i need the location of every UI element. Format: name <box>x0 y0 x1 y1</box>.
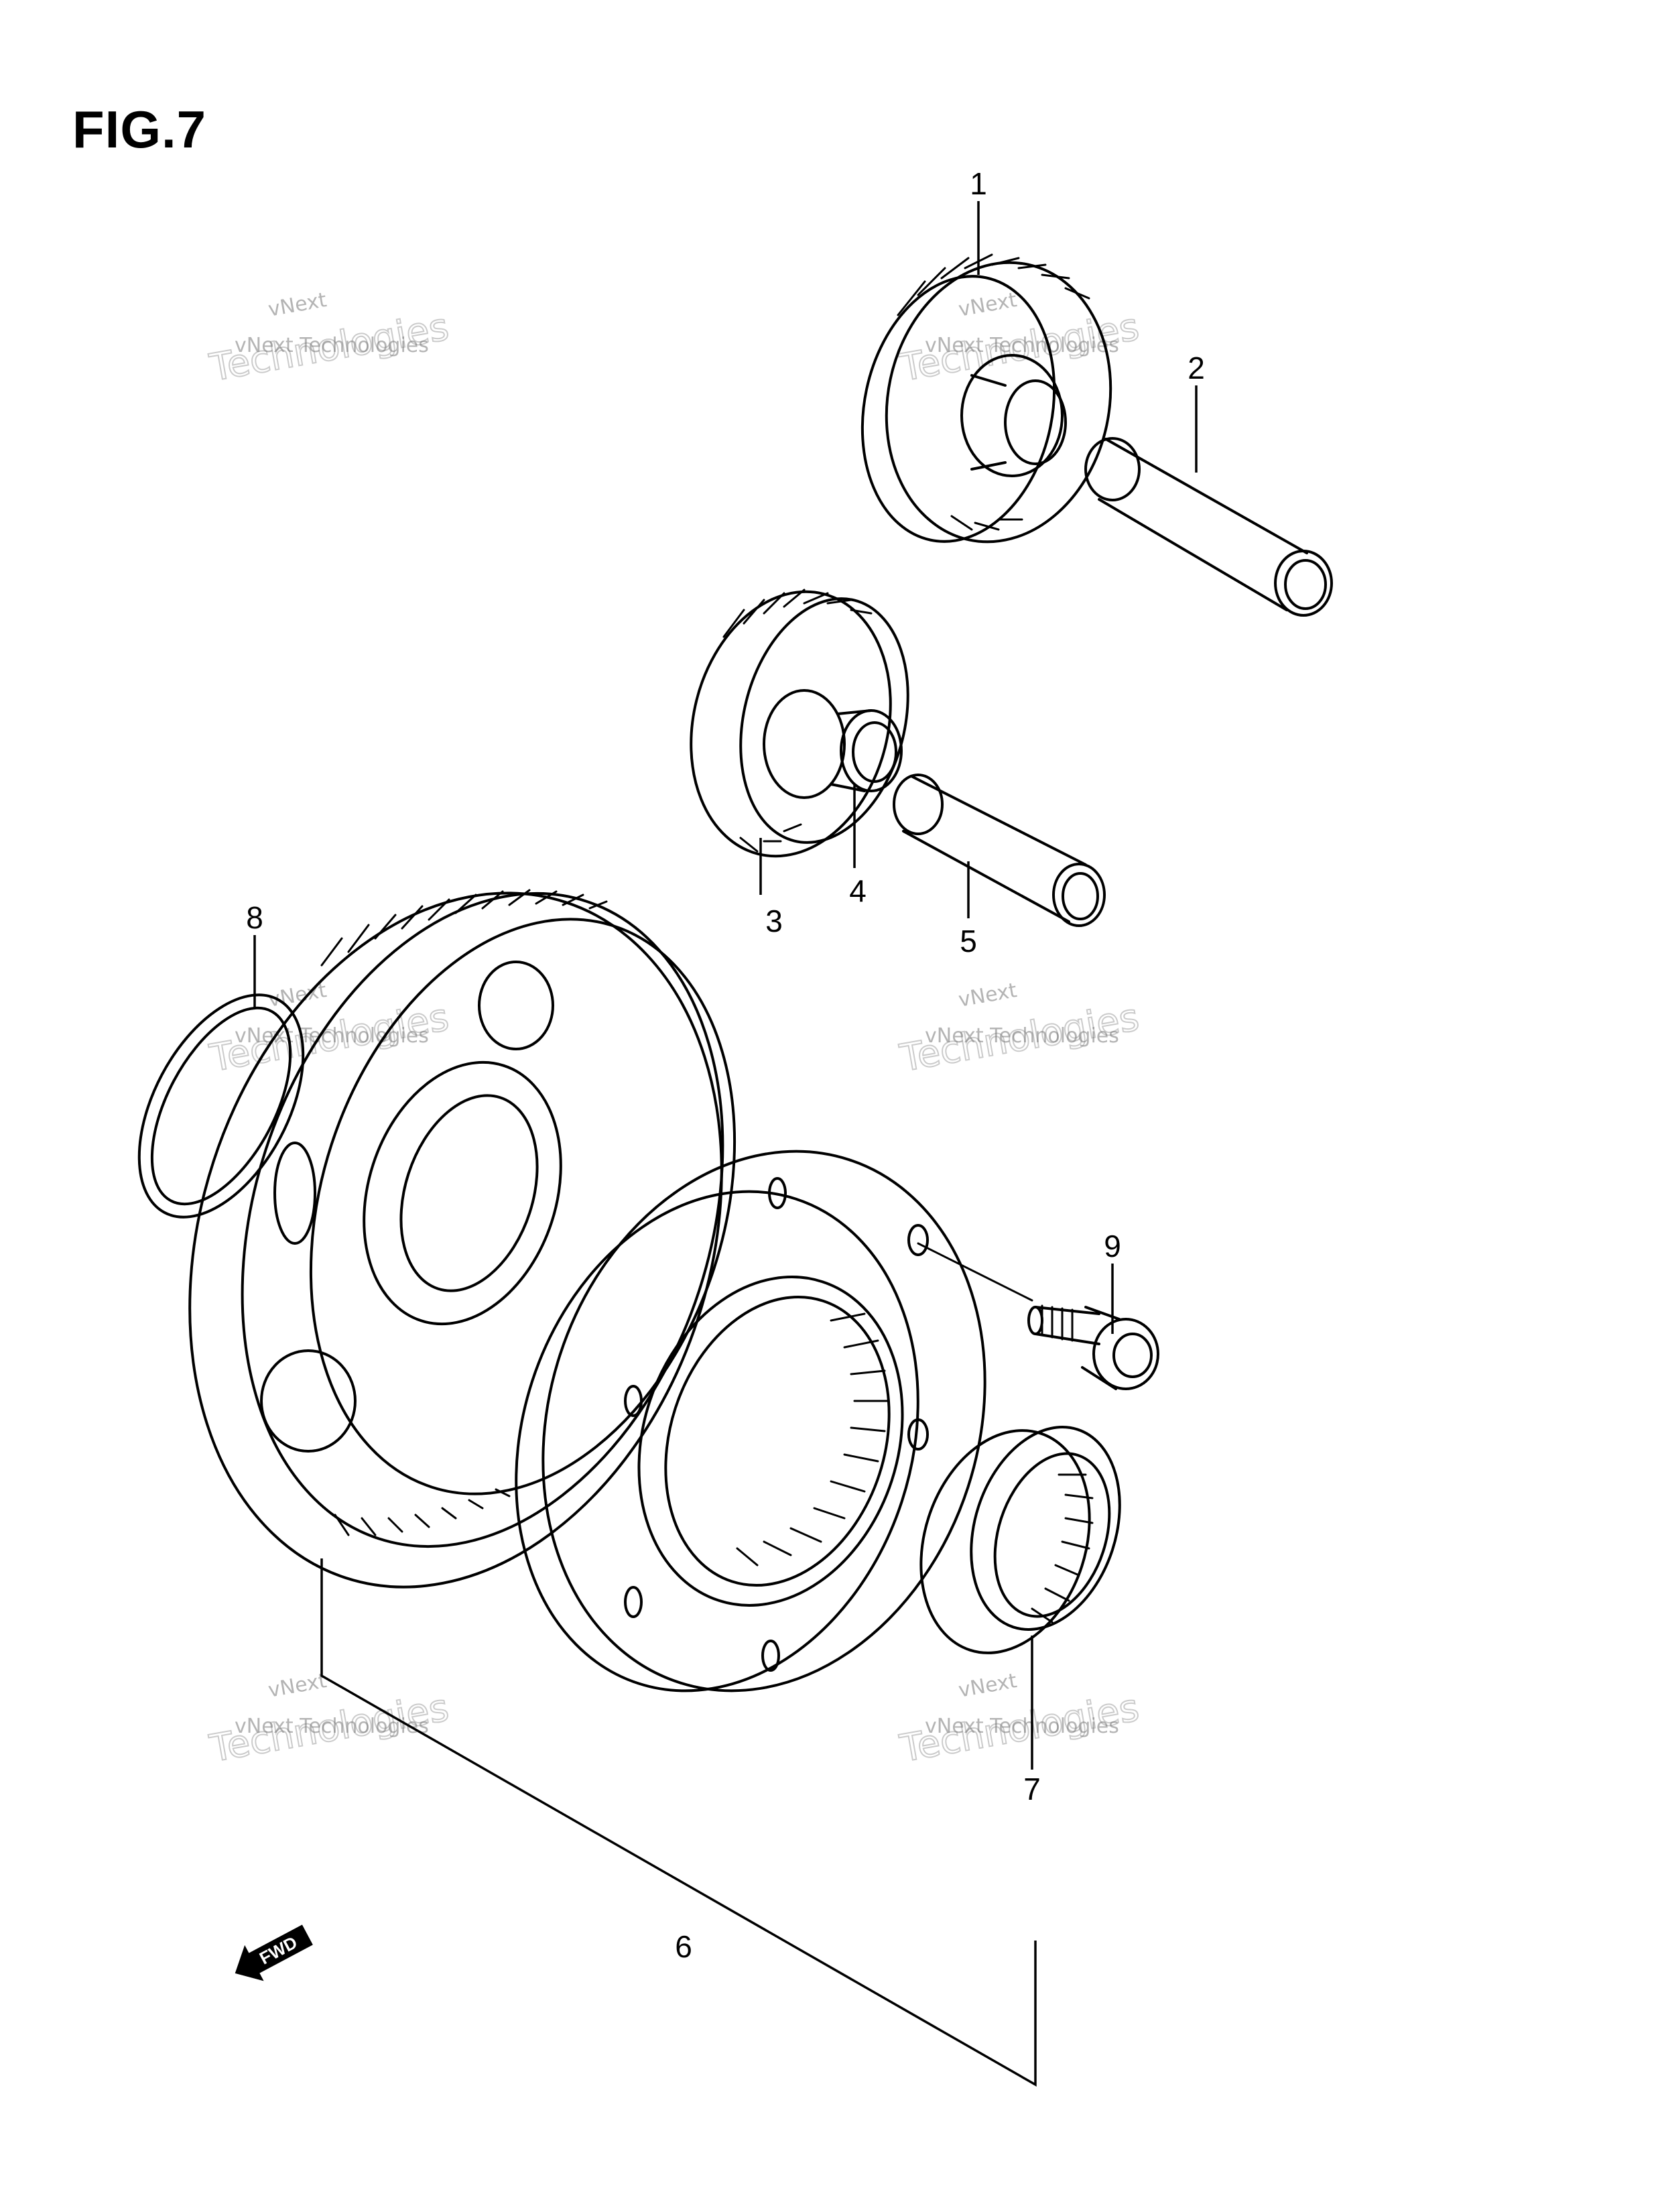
part-6-clutch-housing <box>515 1150 986 1693</box>
part-3-gear <box>690 589 909 858</box>
svg-text:vNext Technologies: vNext Technologies <box>235 1715 429 1738</box>
part-8-ring <box>137 993 305 1219</box>
part-6-large-gear <box>188 889 737 1589</box>
callout-7: 7 <box>1023 1772 1041 1806</box>
watermark-line-text: vNext Technologies <box>235 334 429 357</box>
svg-text:vNext: vNext <box>957 979 1019 1012</box>
svg-text:vNext Technologies: vNext Technologies <box>925 1715 1119 1738</box>
svg-text:vNext Technologies: vNext Technologies <box>925 334 1119 357</box>
callout-2: 2 <box>1188 351 1205 385</box>
callout-5: 5 <box>960 924 977 959</box>
callout-9: 9 <box>1104 1229 1121 1264</box>
figure-title: FIG.7 <box>72 100 207 159</box>
svg-text:vNext Technologies: vNext Technologies <box>925 1024 1119 1048</box>
watermark-group: Technologies vNext vNext Technologies Te… <box>206 288 1143 1772</box>
svg-text:vNext: vNext <box>957 1669 1019 1703</box>
watermark-small-text: vNext <box>267 288 329 322</box>
part-7-bearing <box>919 1426 1121 1654</box>
forward-arrow-icon: FWD <box>235 1924 313 1981</box>
part-9-bolt <box>917 1242 1159 1390</box>
part-5-shaft <box>893 774 1106 927</box>
svg-text:vNext Technologies: vNext Technologies <box>235 1024 429 1048</box>
callout-4: 4 <box>849 873 867 908</box>
callout-8: 8 <box>246 900 263 935</box>
callout-1: 1 <box>970 166 987 201</box>
svg-text:vNext: vNext <box>957 288 1019 322</box>
part-2-shaft <box>1084 437 1333 617</box>
callout-3: 3 <box>765 904 783 938</box>
callout-6: 6 <box>675 1929 692 1964</box>
svg-text:vNext: vNext <box>267 1669 329 1703</box>
part-1-gear <box>860 253 1112 544</box>
leader-lines <box>253 201 1198 2087</box>
callouts: 1 2 3 4 5 6 7 8 9 <box>246 166 1205 1964</box>
